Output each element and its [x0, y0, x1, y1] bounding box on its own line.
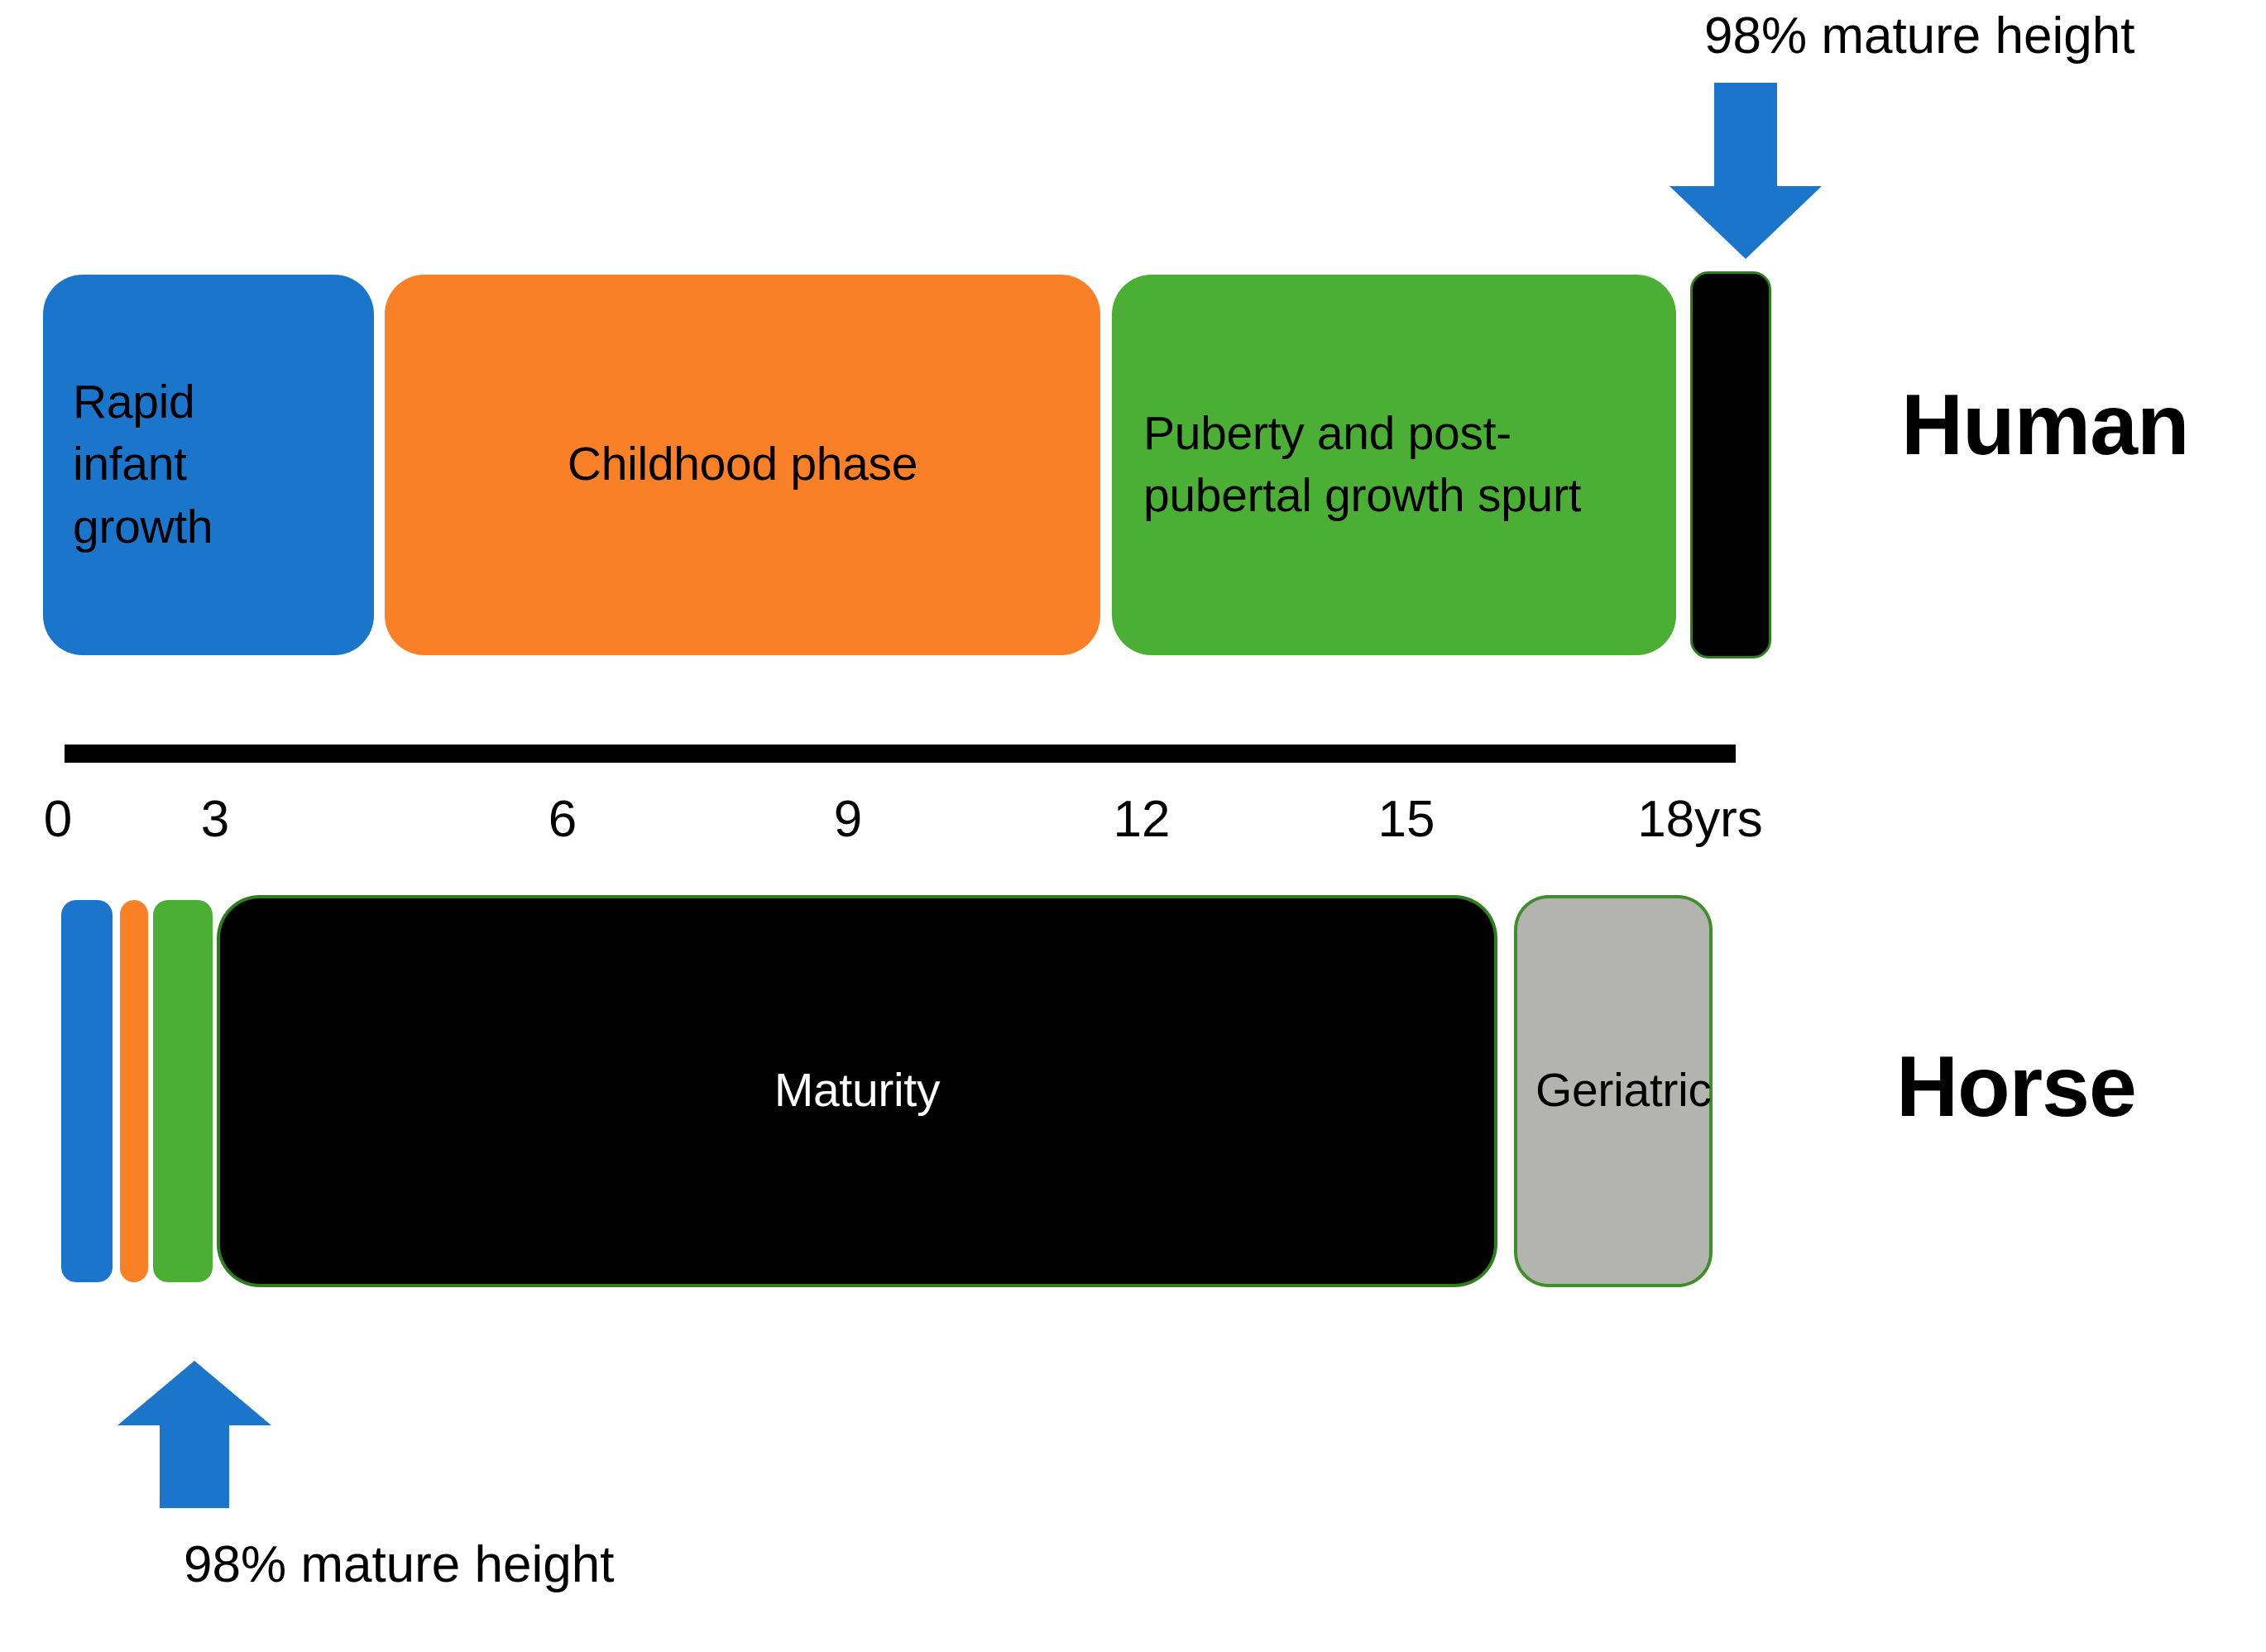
horse-phase-label: Maturity: [774, 1064, 941, 1118]
top-mature-height-label: 98% mature height: [1704, 7, 2135, 65]
human-mature-height-marker: [1690, 271, 1771, 658]
timeline-axis-bar: [65, 745, 1736, 763]
horse-phase-label: Geriatric: [1535, 1064, 1712, 1118]
down-arrow-icon: [1670, 83, 1822, 259]
horse-phase-geriatric: Geriatric: [1514, 895, 1713, 1287]
horse-phase-puberty-post-pubertal: [153, 900, 213, 1282]
axis-tick-15: 15: [1377, 791, 1435, 848]
horse-phase-rapid-foal-growth: [61, 900, 113, 1282]
axis-tick-18yrs: 18yrs: [1637, 791, 1763, 848]
axis-tick-3: 3: [200, 791, 230, 848]
horse-species-label: Horse: [1896, 1039, 2137, 1135]
human-species-label: Human: [1901, 377, 2189, 473]
human-phase-childhood: Childhood phase: [385, 275, 1100, 655]
human-phase-label: Rapid infant growth: [73, 376, 213, 553]
axis-tick-0: 0: [43, 791, 73, 848]
axis-tick-12: 12: [1113, 791, 1171, 848]
human-phase-label: Puberty and post-pubertal growth spurt: [1143, 406, 1582, 522]
bottom-mature-height-label: 98% mature height: [184, 1536, 615, 1593]
human-phase-puberty-post-pubertal: Puberty and post-pubertal growth spurt: [1112, 275, 1676, 655]
horse-phase-childhood: [120, 900, 148, 1282]
axis-tick-9: 9: [833, 791, 863, 848]
up-arrow-icon: [117, 1361, 271, 1508]
horse-phase-maturity: Maturity: [217, 895, 1497, 1287]
human-phase-rapid-infant-growth: Rapid infant growth: [43, 275, 374, 655]
human-phase-label: Childhood phase: [567, 438, 918, 491]
axis-tick-6: 6: [548, 791, 577, 848]
